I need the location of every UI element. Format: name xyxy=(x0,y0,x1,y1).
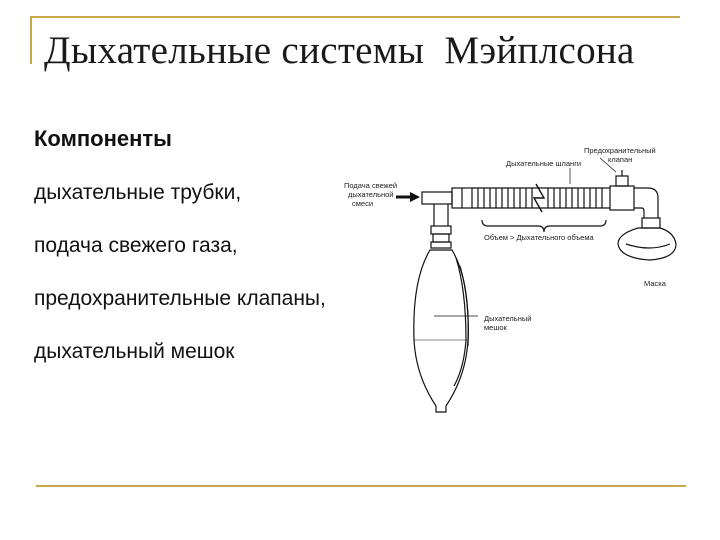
components-list: Компоненты дыхательные трубки, подача св… xyxy=(34,126,354,392)
label-fresh-gas-2: дыхательной xyxy=(348,190,394,199)
label-safety-valve-2: клапан xyxy=(608,155,632,164)
bag-connector xyxy=(430,204,452,249)
label-fresh-gas-1: Подача свежей xyxy=(344,181,397,190)
frame-bottom-line xyxy=(36,485,686,487)
label-safety-valve-1: Предохранительный xyxy=(584,146,656,155)
frame-left-line xyxy=(30,16,32,64)
components-heading: Компоненты xyxy=(34,126,172,151)
label-breathing-hose: Дыхательные шланги xyxy=(506,159,581,168)
list-item-breathing-tubes: дыхательные трубки, xyxy=(34,181,242,204)
list-item-fresh-gas: подача свежего газа, xyxy=(34,234,238,257)
face-mask xyxy=(617,227,677,261)
volume-bracket xyxy=(481,219,607,233)
mask-elbow xyxy=(634,187,659,218)
label-volume: Объем > Дыхательного объема xyxy=(484,233,595,242)
mapleson-circuit-diagram: Подача свежей дыхательной смеси Дыхатель… xyxy=(344,146,677,413)
t-piece-connector xyxy=(421,191,453,205)
diagram-labels: Подача свежей дыхательной смеси Дыхатель… xyxy=(344,146,667,332)
frame-top-line xyxy=(30,16,680,18)
label-bag-1: Дыхательный xyxy=(484,314,531,323)
reservoir-bag xyxy=(413,249,469,413)
list-item-safety-valves: предохранительные клапаны, xyxy=(34,287,326,310)
safety-valve xyxy=(609,170,635,211)
breathing-hose xyxy=(472,183,610,213)
slide-title: Дыхательные системы Мэйплсона xyxy=(44,29,635,72)
list-item-breathing-bag: дыхательный мешок xyxy=(34,340,235,363)
label-bag-2: мешок xyxy=(484,323,508,332)
label-fresh-gas-3: смеси xyxy=(352,199,373,208)
label-mask: Маска xyxy=(644,279,667,288)
